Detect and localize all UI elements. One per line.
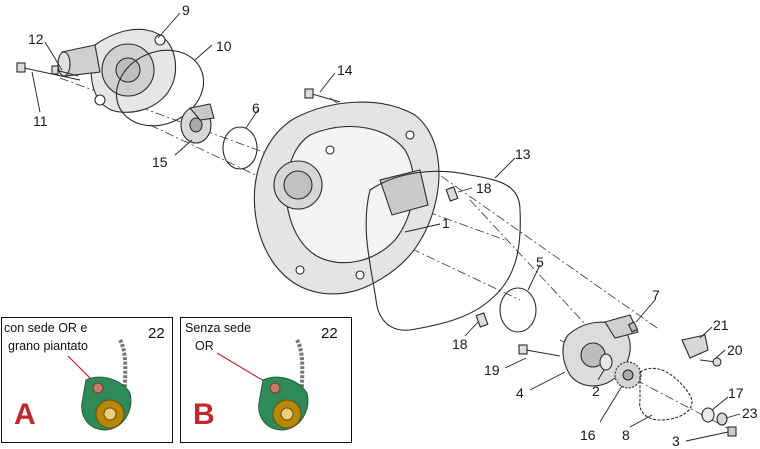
callout-3: 3 (672, 433, 680, 449)
callout-19: 19 (484, 362, 500, 378)
callout-4: 4 (516, 385, 524, 401)
inset-b-pump-drawing (216, 339, 309, 431)
inset-a-ref-number: 22 (148, 325, 165, 342)
nut-23 (716, 412, 728, 426)
callout-16: 16 (580, 427, 596, 443)
grub-screw (627, 321, 639, 333)
callout-20: 20 (727, 342, 743, 358)
engine-side-cover (253, 101, 440, 295)
callout-12: 12 (28, 31, 44, 47)
inset-b-letter: B (193, 398, 215, 431)
drive-chain (639, 367, 693, 421)
callout-11: 11 (33, 113, 48, 129)
pump-sprocket (614, 361, 642, 389)
inset-b-caption-line2: OR (195, 339, 214, 353)
inset-b-caption-line1: Senza sede (185, 321, 252, 335)
inset-a-caption-line2: grano piantato (8, 339, 88, 353)
callout-9: 9 (182, 2, 190, 18)
callout-15: 15 (152, 154, 168, 170)
callout-18-lower: 18 (452, 336, 468, 352)
bracket-screw (699, 357, 722, 367)
dowel-pin-upper (445, 186, 459, 202)
cover-bolt (304, 88, 341, 103)
chain-guide-bracket (681, 334, 709, 359)
callout-21: 21 (713, 317, 729, 333)
callout-10: 10 (216, 38, 232, 54)
callout-14: 14 (337, 62, 353, 78)
callout-2: 2 (592, 383, 600, 399)
washer-17 (701, 407, 715, 423)
washer-2 (599, 353, 613, 371)
callout-8: 8 (622, 427, 630, 443)
callout-6: 6 (252, 100, 260, 116)
oil-pump-bolt (518, 344, 561, 357)
side-cover-gasket (365, 170, 521, 331)
inset-a-caption-line1: con sede OR e (4, 321, 88, 335)
callout-1: 1 (442, 215, 450, 231)
o-ring-6 (222, 126, 258, 170)
dowel-pin-lower (475, 312, 489, 328)
oil-pump-body (562, 314, 639, 387)
leader-lines (31, 12, 741, 442)
inset-variant-b: Senza sede OR 22 B (180, 317, 352, 443)
inset-a-letter: A (14, 398, 36, 431)
inset-b-ref-number: 22 (321, 325, 338, 342)
pin-3 (727, 426, 737, 437)
callout-23: 23 (742, 405, 758, 421)
inset-variant-a: con sede OR e grano piantato 22 A (1, 317, 173, 443)
short-bolt (51, 65, 79, 77)
o-ring-5 (499, 287, 537, 333)
callout-18-upper: 18 (476, 180, 492, 196)
callout-numbers: 9 10 12 11 14 15 6 13 18 1 5 7 18 19 4 2… (28, 2, 758, 449)
callout-5: 5 (536, 254, 544, 270)
callout-7: 7 (652, 287, 660, 303)
water-pump-cover (57, 28, 177, 113)
callout-17: 17 (728, 385, 744, 401)
pump-cover-gasket (115, 49, 205, 127)
inset-a-pump-drawing (67, 339, 132, 431)
callout-13: 13 (515, 146, 531, 162)
pump-impeller (180, 103, 215, 144)
